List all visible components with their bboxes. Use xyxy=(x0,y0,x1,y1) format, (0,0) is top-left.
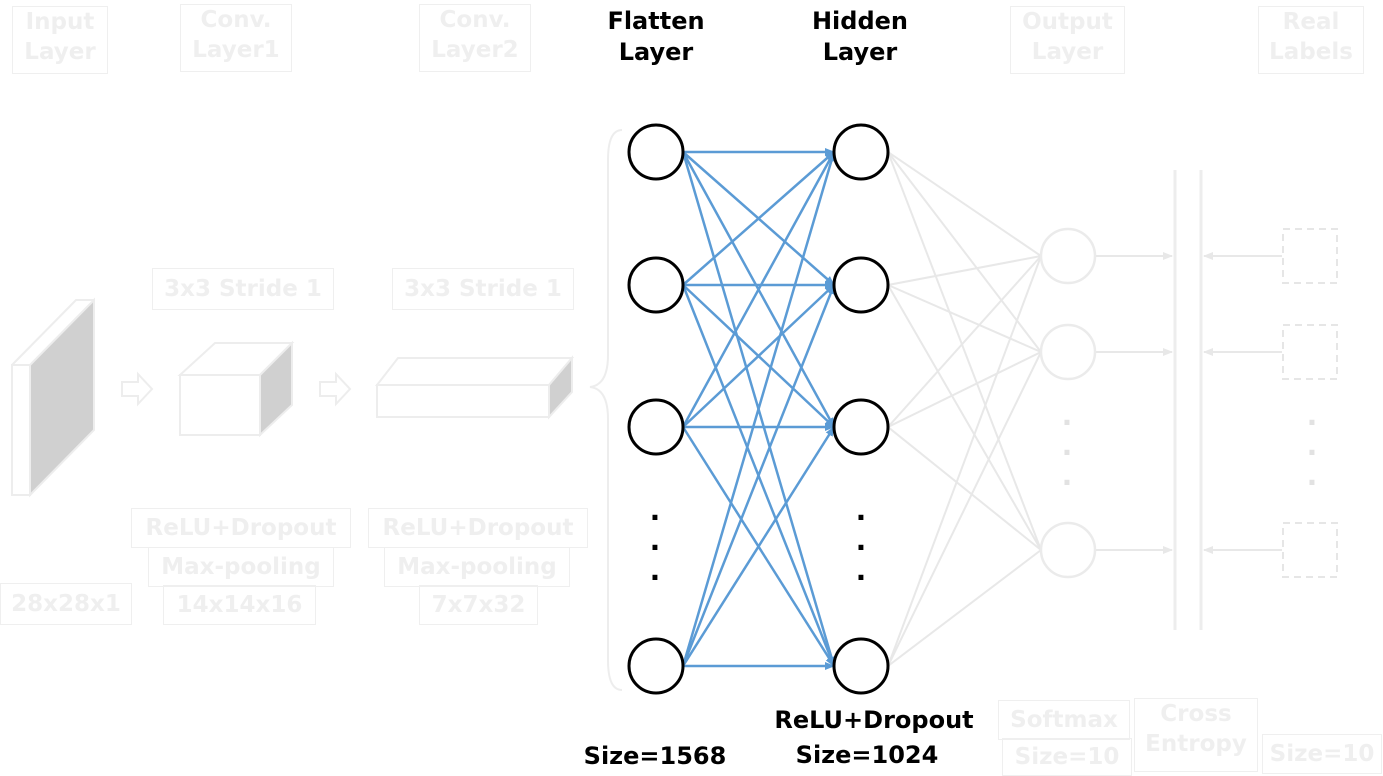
flatten-node xyxy=(627,398,685,456)
output-size-label: Size=10 xyxy=(1002,738,1132,776)
connection-line xyxy=(681,426,836,667)
neuron-nodes xyxy=(627,123,1097,695)
input-volume xyxy=(11,297,95,498)
conv1-volume xyxy=(177,340,295,438)
flatten-ellipsis: ··· xyxy=(649,501,661,594)
output-node xyxy=(1039,323,1097,381)
output-node xyxy=(1039,521,1097,579)
hidden-ellipsis: ··· xyxy=(855,501,867,594)
hidden-node xyxy=(832,398,890,456)
connection-line xyxy=(887,255,1042,428)
arrow-icon xyxy=(121,371,154,407)
hidden-activation-label: ReLU+Dropout xyxy=(774,706,974,734)
conv2-activation-label: ReLU+Dropout xyxy=(368,508,588,548)
connection-line xyxy=(887,351,1042,667)
input-size-label: 28x28x1 xyxy=(0,583,132,625)
real-size-label: Size=10 xyxy=(1262,734,1382,774)
real-ellipsis: ··· xyxy=(1306,406,1318,499)
connection-line xyxy=(887,351,1042,428)
connection-line xyxy=(887,151,1042,551)
real-label-box xyxy=(1282,324,1338,380)
flatten-hidden-connections xyxy=(681,148,836,670)
flatten-node xyxy=(627,256,685,314)
conv2-volume xyxy=(374,355,575,420)
conv2-size-label: 7x7x32 xyxy=(419,585,538,625)
real-label-box xyxy=(1282,522,1338,578)
connection-line xyxy=(682,284,835,428)
flatten-node xyxy=(627,637,685,695)
header-conv-layer2: Conv.Layer2 xyxy=(419,4,531,72)
output-connections xyxy=(887,151,1282,667)
header-conv-layer1: Conv.Layer1 xyxy=(180,4,292,72)
conv1-stride-label: 3x3 Stride 1 xyxy=(152,268,334,310)
hidden-node xyxy=(832,123,890,181)
connection-line xyxy=(681,151,836,667)
connection-line xyxy=(887,284,1042,551)
connection-line xyxy=(887,255,1042,286)
connection-line xyxy=(681,151,836,428)
connection-line xyxy=(887,255,1042,667)
real-label-boxes xyxy=(1282,228,1338,578)
connection-line xyxy=(887,426,1042,551)
connection-line xyxy=(887,151,1042,353)
conv2-pooling-label: Max-pooling xyxy=(384,547,570,587)
conv1-pooling-label: Max-pooling xyxy=(148,547,334,587)
connection-line xyxy=(682,151,835,286)
connection-line xyxy=(887,284,1042,353)
flatten-size-label: Size=1568 xyxy=(583,742,727,770)
conv2-stride-label: 3x3 Stride 1 xyxy=(392,268,574,310)
arrow-icon xyxy=(319,371,352,407)
hidden-node xyxy=(832,256,890,314)
connection-line xyxy=(887,549,1042,667)
real-label-box xyxy=(1282,228,1338,284)
output-activation-label: Softmax xyxy=(998,700,1130,740)
conv1-size-label: 14x14x16 xyxy=(163,585,316,625)
output-ellipsis: ··· xyxy=(1061,406,1073,499)
hidden-size-label: Size=1024 xyxy=(795,741,939,769)
connection-line xyxy=(887,151,1042,257)
flatten-node xyxy=(627,123,685,181)
output-node xyxy=(1039,227,1097,285)
hidden-node xyxy=(832,637,890,695)
flatten-brace xyxy=(589,129,623,691)
conv1-activation-label: ReLU+Dropout xyxy=(131,508,351,548)
connection-line xyxy=(681,284,836,667)
